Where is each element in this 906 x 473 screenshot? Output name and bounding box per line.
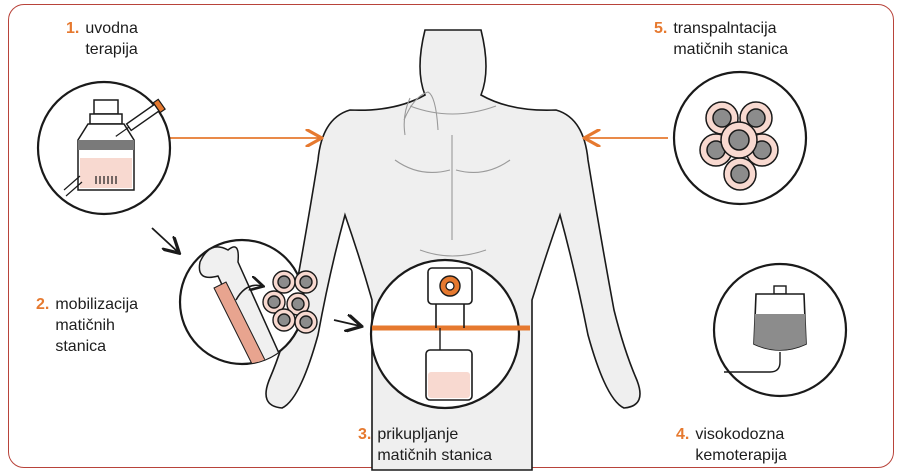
step-number: 3. (358, 424, 371, 466)
vial-syringe-icon (38, 82, 170, 214)
step-number: 1. (66, 18, 79, 60)
step-5-label: 5. transpalntacija matičnih stanica (654, 18, 788, 60)
step-3-label: 3. prikupljanje matičnih stanica (358, 424, 492, 466)
step-number: 5. (654, 18, 667, 60)
stem-cells-icon (674, 72, 806, 204)
step-text: uvodna terapija (85, 18, 138, 60)
step-text: visokodozna kemoterapija (695, 424, 787, 466)
step-number: 4. (676, 424, 689, 466)
step-2-label: 2. mobilizacija matičnih stanica (36, 294, 138, 357)
step-text: mobilizacija matičnih stanica (55, 294, 138, 357)
chemo-iv-bag-icon (714, 264, 846, 396)
step-4-label: 4. visokodozna kemoterapija (676, 424, 787, 466)
step-number: 2. (36, 294, 49, 357)
step-text: prikupljanje matičnih stanica (377, 424, 492, 466)
step-1-label: 1. uvodna terapija (66, 18, 138, 60)
step-text: transpalntacija matičnih stanica (673, 18, 788, 60)
